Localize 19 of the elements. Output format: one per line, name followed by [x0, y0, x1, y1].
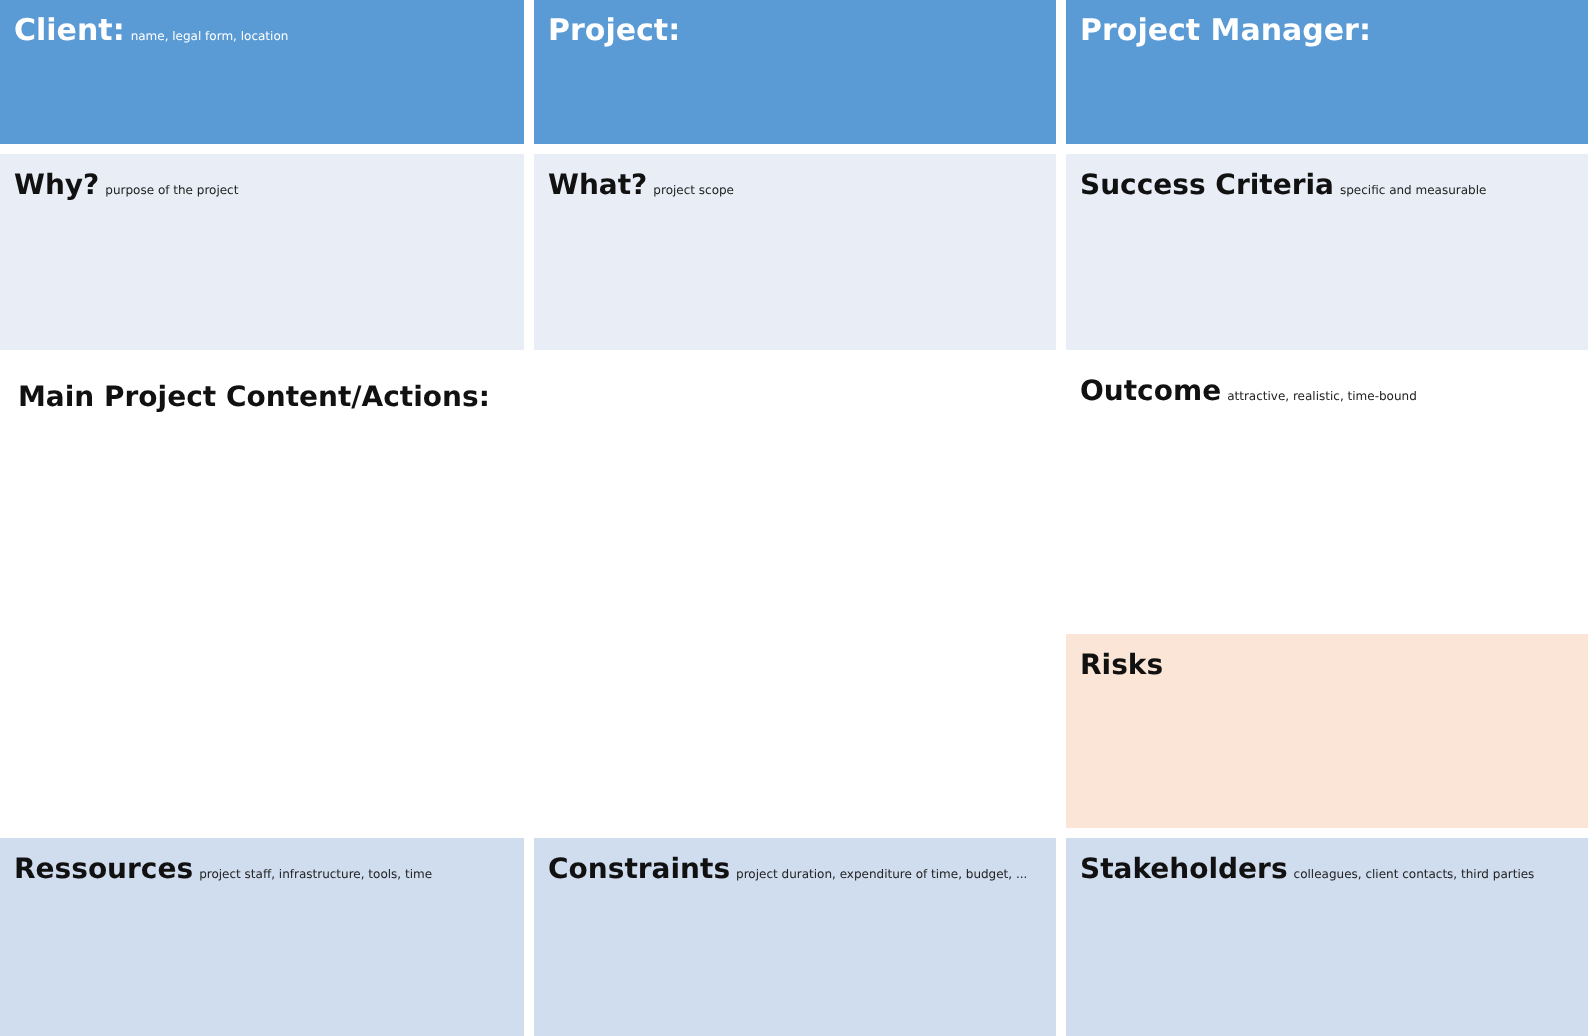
- section-heading: Outcome: [1080, 376, 1222, 408]
- section-heading: Client:: [14, 12, 125, 48]
- section-heading: Ressources: [14, 854, 194, 886]
- risk-panel: [1066, 634, 1588, 828]
- section-heading: Success Criteria: [1080, 170, 1334, 202]
- section-heading: Why?: [14, 170, 100, 202]
- section-heading: Constraints: [548, 854, 731, 886]
- heading-band: [0, 0, 524, 144]
- section-heading: Stakeholders: [1080, 854, 1288, 886]
- canvas-panel: [534, 838, 1056, 1036]
- section-heading: What?: [548, 170, 648, 202]
- section-heading: Project Manager:: [1080, 12, 1371, 48]
- canvas-panel: [0, 838, 524, 1036]
- section-heading: Project:: [548, 12, 681, 48]
- section-heading: Risks: [1080, 650, 1164, 682]
- canvas-panel: [1066, 838, 1588, 1036]
- section-heading: Main Project Content/Actions:: [18, 382, 490, 414]
- heading-band: [1066, 0, 1588, 144]
- heading-band: [534, 0, 1056, 144]
